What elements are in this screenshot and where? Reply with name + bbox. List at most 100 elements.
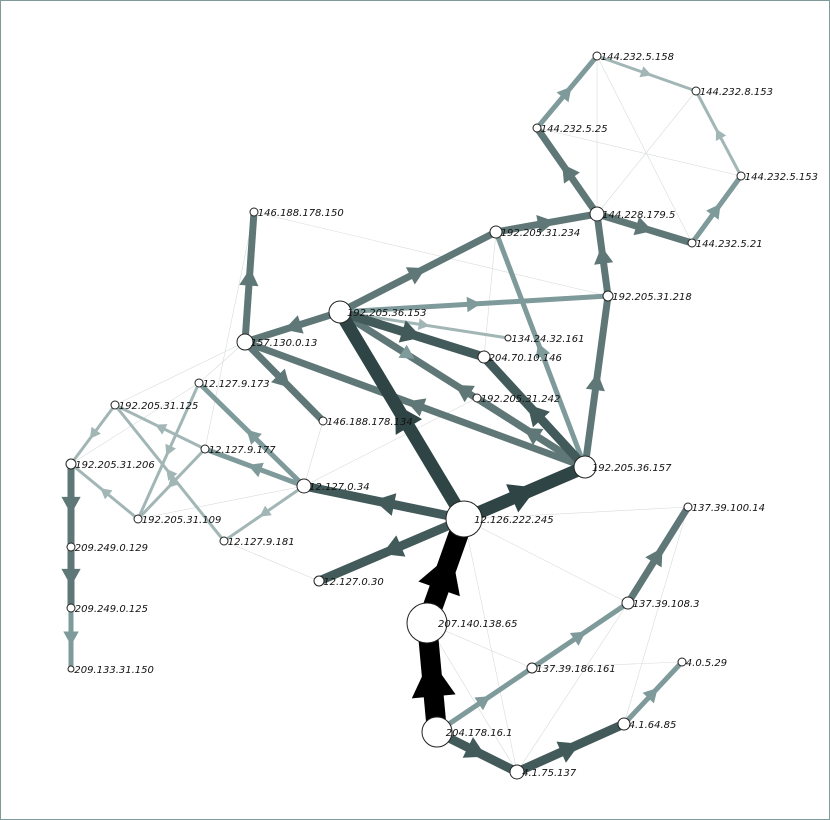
node-144-232-5-21[interactable]	[687, 238, 697, 248]
node-192-205-31-206[interactable]	[65, 458, 77, 470]
arrowhead-192-205-36-153-to-192-205-31-242	[398, 344, 415, 359]
arrowhead-192-205-36-153-to-192-205-31-234	[405, 267, 426, 285]
label-layer: 144.232.5.158 144.232.8.153 144.232.5.25 14…	[74, 52, 818, 779]
node-label-192-205-36-157: 192.205.36.157	[592, 463, 672, 474]
arrowhead-192-205-31-234-to-144-228-179-5	[536, 215, 555, 234]
arrowhead-144-232-5-21-to-144-232-5-153	[706, 203, 721, 220]
node-209-249-0-129[interactable]	[66, 542, 76, 552]
node-144-228-179-5[interactable]	[589, 206, 605, 222]
node-157-130-0-13[interactable]	[236, 333, 254, 351]
node-192-205-31-109[interactable]	[133, 514, 143, 524]
node-label-144-232-5-25: 144.232.5.25	[541, 124, 608, 135]
arrowhead-192-205-36-153-to-192-205-31-218	[466, 296, 481, 313]
arrowhead-12-127-9-177-to-192-205-31-125	[155, 424, 168, 435]
arrowhead-12-126-222-245-to-192-205-36-153	[395, 404, 423, 435]
node-146-188-178-150[interactable]	[249, 207, 259, 217]
edge-12-126-222-245-to-4-1-75-137	[463, 518, 518, 773]
node-label-12-127-9-181: 12.127.9.181	[228, 537, 295, 548]
node-label-157-130-0-13: 157.130.0.13	[251, 338, 318, 349]
arrowhead-192-205-36-153-to-204-70-10-146	[398, 320, 422, 343]
node-134-24-32-161[interactable]	[504, 334, 512, 342]
node-137-39-100-14[interactable]	[683, 502, 693, 512]
node-label-144-232-5-158: 144.232.5.158	[601, 52, 674, 63]
node-192-205-36-157[interactable]	[573, 455, 597, 479]
node-204-178-16-1[interactable]	[421, 716, 453, 748]
node-label-144-232-8-153: 144.232.8.153	[700, 87, 773, 98]
node-label-137-39-108-3: 137.39.108.3	[633, 599, 700, 610]
node-12-127-9-173[interactable]	[194, 378, 204, 388]
arrowhead-204-178-16-1-to-207-140-138-65	[411, 658, 456, 699]
arrowhead-204-178-16-1-to-137-39-186-161	[474, 696, 491, 711]
arrowhead-144-232-5-158-to-144-232-8-153	[639, 66, 652, 78]
node-144-232-8-153[interactable]	[691, 86, 701, 96]
arrowhead-209-249-0-129-to-209-249-0-125	[61, 568, 81, 587]
node-layer	[65, 51, 746, 780]
node-4-0-5-29[interactable]	[677, 657, 687, 667]
node-label-204-70-10-146: 204.70.10.146	[489, 353, 562, 364]
arrowhead-192-205-36-153-to-157-130-0-13	[284, 315, 304, 334]
arrowhead-12-127-9-173-to-192-205-31-109	[165, 443, 176, 456]
node-label-4-0-5-29: 4.0.5.29	[686, 658, 727, 669]
node-label-207-140-138-65: 207.140.138.65	[438, 619, 518, 630]
edge-12-126-222-245-to-137-39-100-14	[463, 506, 689, 520]
node-label-144-232-5-21: 144.232.5.21	[696, 239, 763, 250]
edge-157-130-0-13-to-192-205-31-125	[114, 341, 246, 406]
node-label-144-232-5-153: 144.232.5.153	[745, 172, 818, 183]
node-192-205-31-234[interactable]	[489, 225, 503, 239]
node-label-192-205-31-109: 192.205.31.109	[142, 515, 222, 526]
arrowhead-192-205-31-218-to-144-228-179-5	[594, 246, 614, 265]
node-192-205-31-242[interactable]	[472, 393, 482, 403]
node-192-205-31-218[interactable]	[602, 290, 614, 302]
node-192-205-31-125[interactable]	[110, 400, 120, 410]
arrowhead-144-232-5-25-to-144-232-5-158	[556, 86, 572, 103]
node-12-127-9-181[interactable]	[219, 536, 229, 546]
node-4-1-64-85[interactable]	[617, 717, 631, 731]
node-label-12-127-0-34: 12.127.0.34	[309, 482, 369, 493]
edge-144-232-5-158-to-144-232-5-21	[596, 55, 693, 244]
node-12-127-0-34[interactable]	[296, 478, 312, 494]
arrowhead-12-127-9-181-to-192-205-31-125	[166, 468, 178, 481]
node-label-204-178-16-1: 204.178.16.1	[446, 728, 513, 739]
node-192-205-36-153[interactable]	[328, 300, 352, 324]
arrowhead-144-232-5-153-to-144-232-8-153	[715, 128, 727, 141]
node-137-39-186-161[interactable]	[526, 662, 538, 674]
arrowhead-4-1-64-85-to-4-0-5-29	[642, 687, 658, 704]
arrowhead-192-205-31-125-to-192-205-31-206	[89, 426, 101, 439]
arrowhead-12-127-0-34-to-12-127-9-173	[246, 429, 262, 445]
edge-137-39-108-3-to-4-1-75-137	[516, 602, 629, 773]
arrowhead-144-228-179-5-to-144-232-5-25	[562, 163, 580, 184]
node-12-127-9-177[interactable]	[200, 444, 210, 454]
node-144-232-5-153[interactable]	[736, 171, 746, 181]
node-209-249-0-125[interactable]	[66, 603, 76, 613]
edge-144-232-8-153-to-144-228-179-5	[596, 90, 697, 215]
arrowhead-137-39-108-3-to-137-39-100-14	[645, 547, 663, 568]
node-207-140-138-65[interactable]	[406, 602, 448, 644]
node-146-188-178-134[interactable]	[318, 416, 328, 426]
node-label-192-205-31-218: 192.205.31.218	[612, 292, 692, 303]
node-204-70-10-146[interactable]	[477, 350, 491, 364]
arrowhead-192-205-31-109-to-192-205-31-206	[100, 488, 113, 500]
node-label-146-188-178-150: 146.188.178.150	[258, 208, 344, 219]
edge-12-126-222-245-to-137-39-108-3	[463, 518, 629, 604]
node-137-39-108-3[interactable]	[621, 596, 635, 610]
edge-157-130-0-13-to-12-127-9-173	[198, 341, 246, 384]
arrowhead-192-205-36-157-to-192-205-36-153	[455, 384, 475, 403]
edge-12-127-0-34-to-146-188-178-134	[303, 420, 324, 487]
node-209-133-31-150[interactable]	[67, 665, 75, 673]
node-label-134-24-32-161: 134.24.32.161	[511, 334, 584, 345]
node-12-126-222-245[interactable]	[445, 500, 483, 538]
node-label-12-127-9-177: 12.127.9.177	[209, 445, 276, 456]
arrowhead-207-140-138-65-to-12-126-222-245	[418, 553, 460, 597]
arrowhead-4-1-75-137-to-4-1-64-85	[556, 741, 580, 763]
node-label-192-205-31-206: 192.205.31.206	[75, 460, 155, 471]
node-4-1-75-137[interactable]	[509, 764, 525, 780]
edge-192-205-31-109-to-12-127-0-34	[137, 485, 305, 520]
node-label-137-39-100-14: 137.39.100.14	[692, 503, 765, 514]
node-label-12-127-0-30: 12.127.0.30	[323, 577, 383, 588]
node-12-127-0-30[interactable]	[313, 575, 325, 587]
arrowhead-144-228-179-5-to-144-232-5-21	[633, 216, 653, 236]
node-144-232-5-25[interactable]	[532, 123, 542, 133]
node-144-232-5-158[interactable]	[592, 51, 602, 61]
